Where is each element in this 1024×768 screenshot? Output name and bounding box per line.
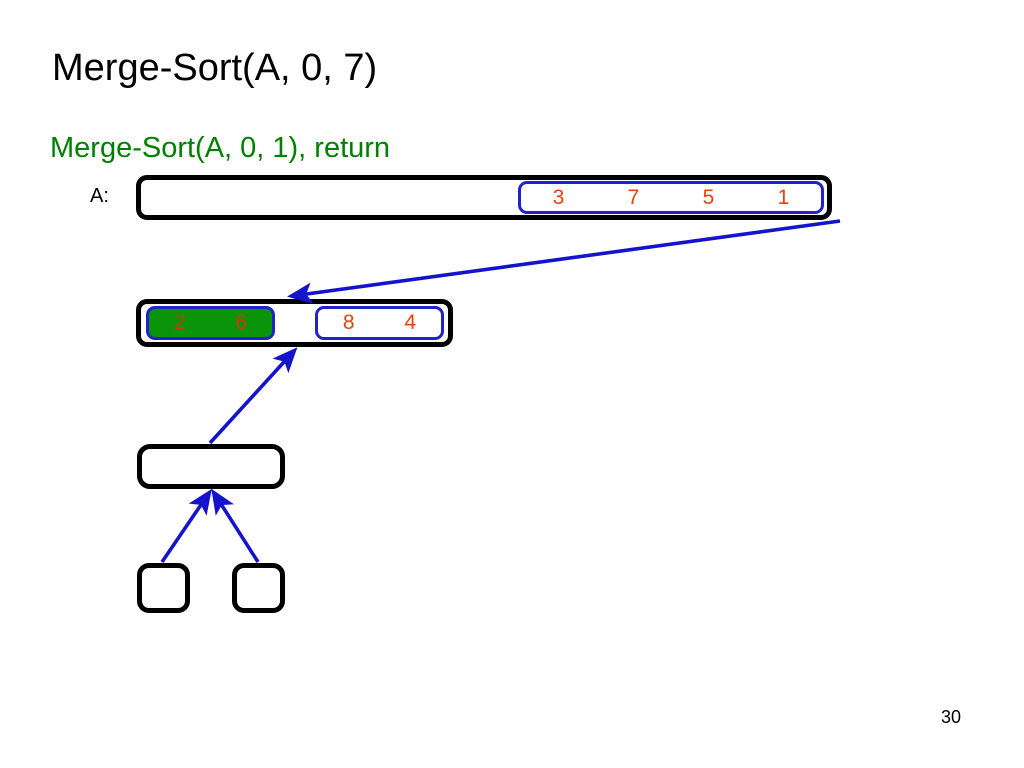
array-cell: 4: [404, 311, 417, 334]
arrow-leaf-left-to-level3: [160, 488, 212, 564]
arrow-root-to-level2: [287, 219, 841, 304]
array-cell: 7: [627, 185, 640, 209]
page-number: 30: [941, 707, 962, 727]
leaf-right-box: [232, 563, 285, 613]
array-cell: 1: [777, 185, 790, 209]
array-label: A:: [90, 185, 109, 207]
root-right-half-sub-array: 3 7 5 1: [518, 181, 824, 214]
leaf-left-box: [137, 563, 190, 613]
array-cell: 8: [342, 311, 355, 334]
level3-array-box: [137, 444, 285, 489]
array-cell: 3: [552, 185, 565, 209]
slide-subtitle: Merge-Sort(A, 0, 1), return: [50, 132, 391, 164]
array-cell: 2: [173, 311, 186, 334]
page-title: Merge-Sort(A, 0, 7): [52, 47, 378, 89]
merged-pair-highlighted-sub-array: 2 6: [146, 306, 275, 340]
array-cell: 5: [702, 185, 715, 209]
arrow-leaf-right-to-level3: [211, 488, 260, 563]
array-cell: 6: [235, 311, 248, 334]
pending-pair-sub-array: 8 4: [315, 306, 444, 340]
arrow-level3-to-level2: [208, 347, 298, 445]
